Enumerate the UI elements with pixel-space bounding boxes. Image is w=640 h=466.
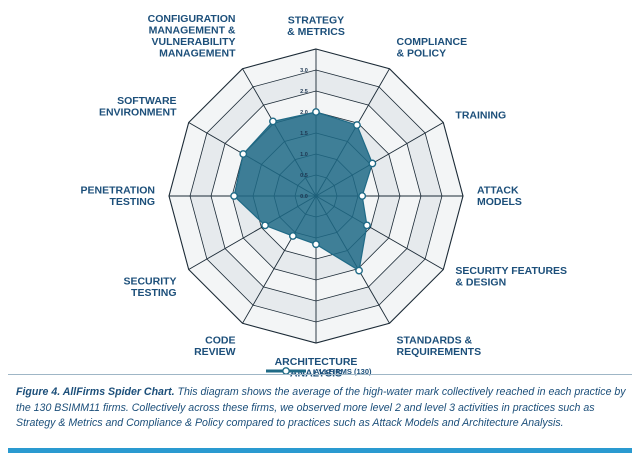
chart-axis-labels: STRATEGY& METRICS COMPLIANCE& POLICY TRAIN… [81, 13, 568, 379]
tick-label: 1.0 [300, 152, 308, 158]
figure-caption: Figure 4. AllFirms Spider Chart. This di… [16, 385, 628, 432]
data-point [355, 266, 363, 275]
data-point [269, 117, 277, 126]
tick-label: 0.0 [300, 194, 308, 200]
caption-body: This diagram shows the average of the hi… [16, 386, 626, 429]
tick-label: 2.5 [300, 89, 308, 95]
data-point [288, 232, 297, 240]
tick-label: 1.5 [300, 131, 308, 137]
caption-title: Figure 4. AllFirms Spider Chart. [16, 386, 175, 398]
data-point [363, 221, 371, 230]
data-point [261, 221, 269, 230]
axis-label: COMPLIANCE& POLICY [397, 36, 468, 60]
spider-chart: 0.0 0.5 1.0 1.5 2.0 2.5 3.0 STRATEGY& METRICS C… [81, 13, 568, 379]
legend-label: ALLFIRMS (130) [314, 367, 372, 376]
tick-label: 2.0 [300, 110, 308, 116]
axis-label: STANDARDS &REQUIREMENTS [397, 334, 482, 358]
tick-label: 3.0 [300, 68, 308, 74]
chart-series [230, 108, 377, 275]
data-point [239, 150, 248, 158]
axis-label: TRAINING [455, 110, 506, 122]
chart-tick-labels: 0.0 0.5 1.0 1.5 2.0 2.5 3.0 [300, 68, 308, 200]
tick-label: 0.5 [300, 173, 308, 179]
data-point [312, 108, 320, 116]
bottom-accent-bar [8, 448, 632, 453]
chart-legend: ALLFIRMS (130) [266, 367, 372, 376]
data-point [230, 192, 239, 200]
data-point [312, 240, 320, 249]
caption-top-rule [8, 374, 632, 375]
data-point [353, 121, 361, 129]
data-point [358, 192, 367, 200]
axis-label: STRATEGY& METRICS [287, 15, 345, 39]
axis-label: SECURITY FEATURES& DESIGN [455, 265, 567, 289]
data-point [368, 159, 377, 168]
